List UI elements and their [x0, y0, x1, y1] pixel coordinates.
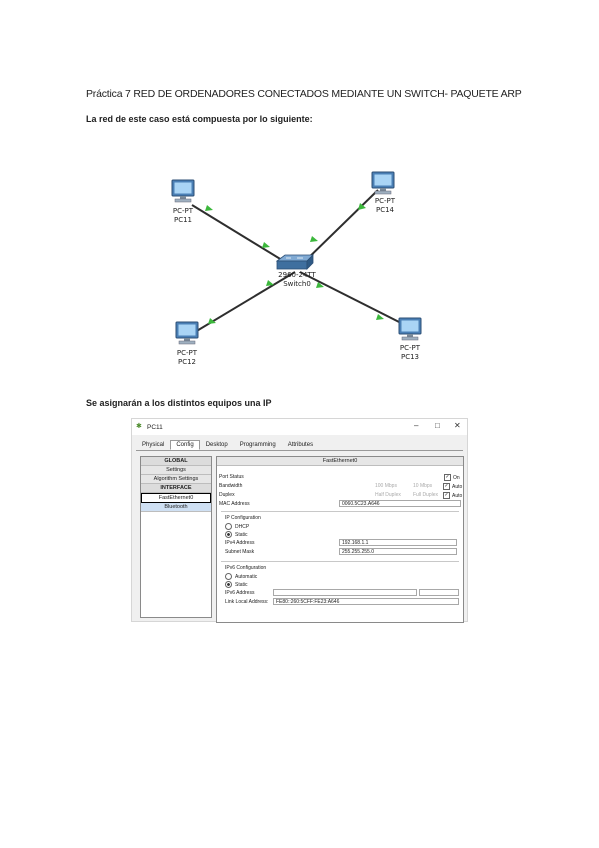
port-status-label: Port Status	[219, 474, 244, 480]
switch-type-label: 2960-24TT	[278, 271, 316, 279]
pc11-name-label: PC11	[174, 216, 192, 224]
duplex-half-option[interactable]: Half Duplex	[375, 492, 401, 498]
checkbox-checked-icon: ✓	[443, 492, 450, 499]
ipv4-address-field[interactable]: 192.168.1.1	[339, 539, 457, 546]
pc13-name-label: PC13	[401, 353, 419, 361]
sidebar-item-fastethernet0[interactable]: FastEthernet0	[141, 493, 211, 503]
pc-icon	[371, 171, 395, 195]
ipv6-address-field[interactable]	[273, 589, 417, 596]
link-pc13-switch	[299, 271, 406, 326]
ipv4-static-label: Static	[235, 531, 248, 538]
sidebar-item-settings[interactable]: Settings	[141, 466, 211, 475]
network-topology-diagram: PC-PT PC11 PC-PT PC14 2960-24TT Switch0 …	[171, 171, 422, 366]
pc-icon	[398, 317, 422, 341]
ipv6-section-title: IPv6 Configuration	[225, 565, 267, 571]
link-local-label: Link Local Address:	[225, 599, 269, 605]
port-status-value: On	[453, 474, 460, 481]
pc-icon	[175, 321, 199, 345]
radio-off-icon	[225, 523, 232, 530]
tab-attributes[interactable]: Attributes	[287, 442, 314, 448]
link-light	[208, 318, 216, 324]
switch-name-label: Switch0	[283, 280, 311, 288]
link-pc12-switch	[189, 271, 296, 336]
close-button[interactable]: ✕	[454, 421, 461, 430]
duplex-label: Duplex	[219, 492, 235, 498]
bandwidth-10-option[interactable]: 10 Mbps	[413, 483, 433, 489]
link-light	[205, 205, 213, 211]
link-light	[316, 282, 324, 288]
bandwidth-label: Bandwidth	[219, 483, 243, 489]
document-title: Práctica 7 RED DE ORDENADORES CONECTADOS…	[86, 88, 522, 100]
link-light	[376, 314, 384, 320]
duplex-auto-label: Auto	[452, 492, 463, 499]
tab-programming[interactable]: Programming	[239, 442, 276, 448]
ipv4-dhcp-label: DHCP	[235, 523, 250, 530]
ipv4-address-label: IPv4 Address	[225, 540, 255, 546]
port-status-checkbox[interactable]: ✓On	[444, 474, 460, 481]
panel-title: FastEthernet0	[217, 457, 463, 466]
tab-bar: Physical Config Desktop Programming Attr…	[136, 440, 319, 450]
pc12-name-label: PC12	[178, 358, 196, 366]
duplex-full-option[interactable]: Full Duplex	[413, 492, 439, 498]
tab-divider	[136, 450, 463, 451]
duplex-auto-checkbox[interactable]: ✓Auto	[443, 492, 462, 499]
checkbox-checked-icon: ✓	[443, 483, 450, 490]
link-local-field[interactable]: FE80::260:5CFF:FE23:A646	[273, 598, 459, 605]
tab-config[interactable]: Config	[170, 440, 200, 450]
mac-address-field[interactable]: 0060.5C23.A646	[339, 500, 461, 507]
maximize-button[interactable]: □	[435, 421, 440, 430]
pc13-type-label: PC-PT	[400, 344, 421, 352]
app-icon: ✱	[136, 423, 142, 430]
ipv4-section-title: IP Configuration	[225, 515, 261, 521]
subnet-mask-label: Subnet Mask	[225, 549, 255, 555]
subnet-mask-field[interactable]: 255.255.255.0	[339, 548, 457, 555]
radio-on-icon	[225, 531, 232, 538]
ipv6-static-radio[interactable]: Static	[225, 581, 248, 588]
ipv6-address-label: IPv6 Address	[225, 590, 255, 596]
ipv4-dhcp-radio[interactable]: DHCP	[225, 523, 249, 530]
window-titlebar: ✱ PC11 – □ ✕	[132, 419, 467, 435]
ipv6-automatic-label: Automatic	[235, 573, 258, 580]
radio-off-icon	[225, 573, 232, 580]
ipv4-static-radio[interactable]: Static	[225, 531, 248, 538]
pc12-type-label: PC-PT	[177, 349, 198, 357]
bandwidth-auto-checkbox[interactable]: ✓Auto	[443, 483, 462, 490]
sidebar-item-bluetooth[interactable]: Bluetooth	[141, 503, 211, 512]
link-light	[262, 242, 270, 248]
radio-on-icon	[225, 581, 232, 588]
pc14-type-label: PC-PT	[375, 197, 396, 205]
ipv4-section: IP Configuration DHCP Static IPv4 Addres…	[221, 511, 459, 556]
ip-assignment-paragraph: Se asignarán a los distintos equipos una…	[86, 398, 272, 408]
pc-icon	[171, 179, 195, 203]
link-light	[358, 203, 366, 210]
pc14-name-label: PC14	[376, 206, 395, 214]
ipv6-static-label: Static	[235, 581, 248, 588]
sidebar-header-global: GLOBAL	[141, 457, 211, 466]
link-light	[266, 280, 274, 286]
window-title: PC11	[147, 423, 163, 431]
switch-icon	[275, 254, 314, 270]
checkbox-checked-icon: ✓	[444, 474, 451, 481]
tab-desktop[interactable]: Desktop	[205, 442, 228, 448]
pc11-type-label: PC-PT	[173, 207, 194, 215]
ipv6-section: IPv6 Configuration Automatic Static IPv6…	[221, 561, 459, 612]
pc-config-window: ✱ PC11 – □ ✕ Physical Config Desktop Pro…	[131, 418, 468, 623]
bandwidth-100-option[interactable]: 100 Mbps	[375, 483, 397, 489]
link-light	[310, 236, 318, 242]
config-sidebar: GLOBAL Settings Algorithm Settings INTER…	[140, 456, 212, 618]
intro-paragraph: La red de este caso está compuesta por l…	[86, 114, 313, 124]
interface-panel: FastEthernet0 Port Status ✓On Bandwidth …	[216, 456, 464, 623]
sidebar-item-algorithm-settings[interactable]: Algorithm Settings	[141, 475, 211, 484]
minimize-button[interactable]: –	[414, 421, 419, 430]
mac-address-label: MAC Address	[219, 501, 250, 507]
bandwidth-auto-label: Auto	[452, 483, 463, 490]
link-lights	[205, 203, 384, 324]
tab-physical[interactable]: Physical	[142, 442, 165, 448]
ipv6-automatic-radio[interactable]: Automatic	[225, 573, 257, 580]
link-pc11-switch	[191, 204, 296, 269]
ipv6-prefix-field[interactable]	[419, 589, 459, 596]
sidebar-header-interface: INTERFACE	[141, 484, 211, 493]
